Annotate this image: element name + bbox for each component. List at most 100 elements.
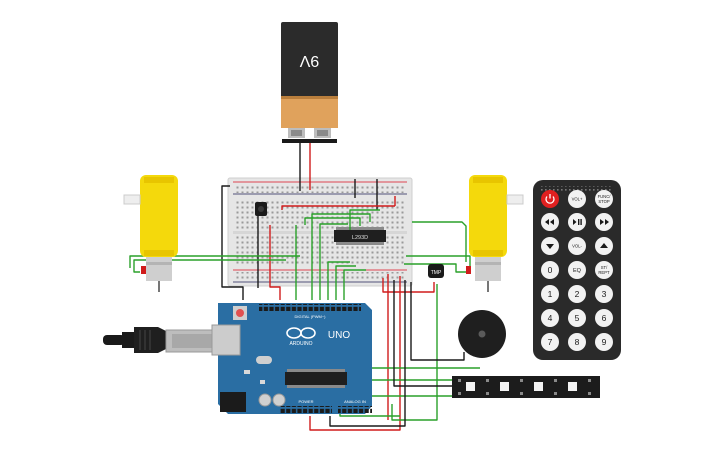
remote-button-power[interactable]: [541, 190, 559, 208]
up-icon: [600, 243, 608, 248]
remote-button-label: FUNC/: [598, 194, 612, 199]
arduino-logo-icon: [286, 327, 316, 339]
wire-right-motor-a: [412, 221, 467, 262]
remote-button-label: REPT: [598, 270, 610, 275]
power-header-label: POWER: [298, 399, 313, 404]
battery-band: [281, 96, 338, 128]
capacitor-1: [258, 393, 272, 407]
arduino-mcu: [285, 372, 347, 385]
remote-button-func-stop[interactable]: FUNC/STOP: [595, 190, 613, 208]
analog-header-pins: [338, 406, 372, 413]
led-1: [466, 382, 475, 391]
battery-body: [281, 22, 338, 98]
remote-button-face: [568, 333, 586, 351]
arduino-model: UNO: [328, 330, 350, 341]
remote-button-label: 6: [602, 313, 607, 323]
motor-right-body: [469, 175, 507, 257]
remote-button-eq[interactable]: EQ: [568, 261, 586, 279]
remote-button-face: [595, 261, 613, 279]
led-4: [568, 382, 577, 391]
remote-button-face: [568, 261, 586, 279]
remote-button-face: [541, 333, 559, 351]
battery-label: 9V: [299, 52, 319, 69]
piezo-buzzer[interactable]: [458, 310, 506, 358]
remote-button-0[interactable]: 0: [541, 261, 559, 279]
wire-left-motor-a: [129, 255, 300, 268]
led-strip[interactable]: [452, 376, 600, 398]
remote-button-face: [541, 190, 559, 208]
ir-receiver[interactable]: [255, 202, 267, 216]
motor-left-shaft: [123, 194, 141, 205]
wire-gnd-left: [221, 185, 244, 300]
remote-button-label: 3: [602, 289, 607, 299]
battery[interactable]: 9V: [281, 22, 338, 143]
arduino-power-jack: [220, 392, 246, 412]
remote-button-5[interactable]: 5: [568, 309, 586, 327]
remote-button-label: VOL-: [572, 244, 582, 249]
motor-left[interactable]: [123, 175, 178, 292]
remote-button-label: 2: [575, 289, 580, 299]
analog-header-label: ANALOG IN: [344, 399, 366, 404]
breadboard-top-rail: [235, 184, 405, 193]
rewind-icon: [545, 219, 554, 225]
remote-button-label: 8: [575, 337, 580, 347]
arduino-usb-port: [211, 324, 241, 356]
remote-button-label: 5: [575, 313, 580, 323]
remote-button-st-rept[interactable]: ST/REPT: [595, 261, 613, 279]
power-header-pins: [280, 406, 332, 413]
remote-button-face: [595, 285, 613, 303]
remote-button-face: [541, 309, 559, 327]
remote-button-4[interactable]: 4: [541, 309, 559, 327]
remote-button-label: ST/: [601, 265, 608, 270]
remote-button-8[interactable]: 8: [568, 333, 586, 351]
remote-button-label: 4: [548, 313, 553, 323]
remote-button-1[interactable]: 1: [541, 285, 559, 303]
led-2: [500, 382, 509, 391]
remote-button-label: EQ: [573, 268, 582, 274]
remote-button-up[interactable]: [595, 237, 613, 255]
remote-button-label: 0: [548, 265, 553, 275]
remote-button-face: [568, 309, 586, 327]
wire-red-bottom: [309, 276, 401, 431]
motor-left-body: [140, 175, 178, 257]
usb-cable[interactable]: [103, 327, 219, 353]
remote-button-label: STOP: [598, 199, 610, 204]
capacitor-2: [272, 393, 286, 407]
remote-button-2[interactable]: 2: [568, 285, 586, 303]
remote-button-vol-[interactable]: VOL+: [568, 190, 586, 208]
reset-button[interactable]: [236, 309, 244, 317]
remote-button-label: 1: [548, 289, 553, 299]
temperature-sensor[interactable]: TMP: [428, 264, 444, 278]
remote-button-9[interactable]: 9: [595, 333, 613, 351]
remote-button-face: [568, 285, 586, 303]
remote-button-label: VOL+: [572, 197, 583, 202]
remote-button-down[interactable]: [541, 237, 559, 255]
remote-button-fast-forward[interactable]: [595, 213, 613, 231]
ir-remote[interactable]: VOL+ FUNC/STOP VOL- 0 EQ ST/REPT 1 2 3 4 5 6 7 8 9: [533, 180, 621, 360]
motor-right[interactable]: [466, 175, 524, 292]
remote-button-face: [541, 261, 559, 279]
remote-button-face: [595, 190, 613, 208]
remote-button-face: [595, 333, 613, 351]
remote-button-face: [568, 237, 586, 255]
down-icon: [546, 244, 554, 249]
digital-header-label: DIGITAL (PWM~): [295, 314, 327, 319]
arduino-uno[interactable]: DIGITAL (PWM~) POWER ANALOG IN ARDUINO U…: [211, 303, 372, 414]
remote-button-6[interactable]: 6: [595, 309, 613, 327]
remote-button-play-pause[interactable]: [568, 213, 586, 231]
remote-button-label: 9: [602, 337, 607, 347]
remote-button-vol-[interactable]: VOL-: [568, 237, 586, 255]
remote-button-7[interactable]: 7: [541, 333, 559, 351]
remote-button-face: [541, 285, 559, 303]
remote-button-3[interactable]: 3: [595, 285, 613, 303]
motor-left-can: [146, 257, 172, 281]
remote-button-grid: VOL+ FUNC/STOP VOL- 0 EQ ST/REPT 1 2 3 4 5 6 7 8 9: [541, 190, 613, 351]
remote-button-rewind[interactable]: [541, 213, 559, 231]
motor-right-shaft: [506, 194, 524, 205]
remote-button-face: [568, 213, 586, 231]
motor-driver-chip[interactable]: L293D: [334, 227, 386, 245]
led-3: [534, 382, 543, 391]
battery-clip: [282, 139, 337, 143]
remote-button-face: [595, 309, 613, 327]
